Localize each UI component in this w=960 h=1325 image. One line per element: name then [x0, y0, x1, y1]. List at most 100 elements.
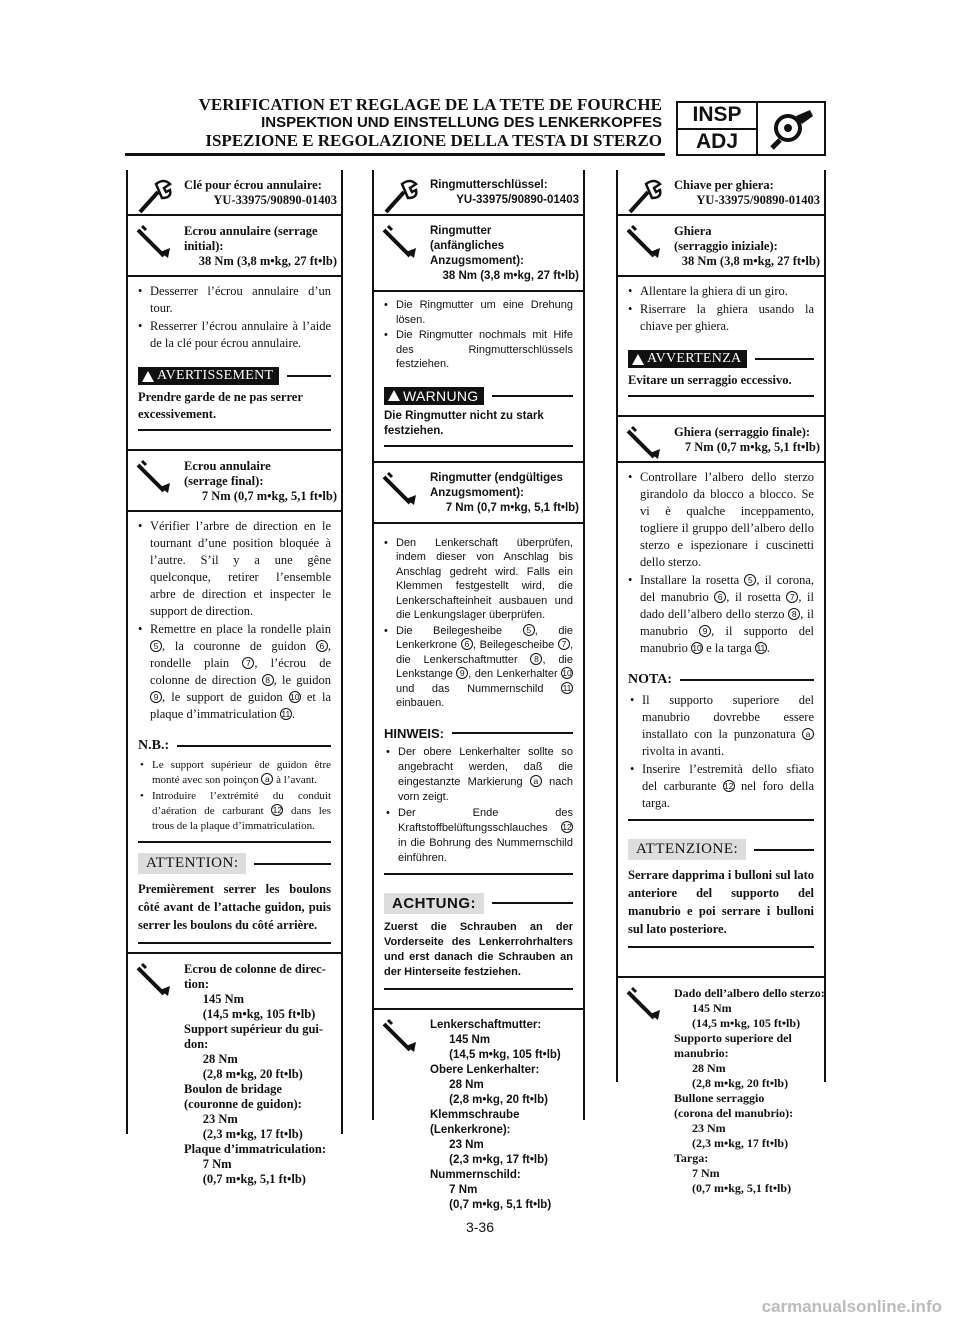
- tool-spec: Ringmutterschlüssel: YU-33975/90890-0140…: [374, 170, 583, 216]
- torque-spec-initial: Ecrou annulaire (serrage initial): 38 Nm…: [128, 216, 341, 277]
- torque-wrench-icon: [136, 459, 170, 493]
- tool-spec: Chiave per ghiera: YU-33975/90890-01403: [618, 170, 824, 216]
- warning-block: AVVERTENZA Evitare un serraggio eccessiv…: [628, 350, 814, 397]
- title-it: ISPEZIONE E REGOLAZIONE DELLA TESTA DI S…: [205, 131, 662, 150]
- torque-wrench-icon: [382, 471, 416, 505]
- nut-final-label: Ringmutter (endgültiges Anzugsmoment):: [430, 471, 563, 499]
- warning-triangle-icon: [632, 353, 644, 365]
- caution-block: ATTENTION: Premièrement serrer les boulo…: [138, 853, 331, 944]
- nut-initial-label: Ecrou annulaire (serrage initial):: [184, 224, 318, 253]
- caution-label: ACHTUNG:: [384, 892, 484, 914]
- torque-wrench-icon: [626, 224, 660, 258]
- caution-label: ATTENTION:: [138, 853, 247, 874]
- nut-initial-value: 38 Nm (3,8 m•kg, 27 ft•lb): [442, 270, 579, 282]
- badge-insp: INSP: [678, 103, 756, 130]
- step-install: Installare la rosetta 5, il corona, del …: [626, 572, 814, 657]
- torque-summary: Ecrou de colonne de direc- tion: 145 Nm …: [128, 952, 341, 1193]
- tool-spec-label: Clé pour écrou annulaire:: [184, 178, 322, 192]
- badge-adj: ADJ: [695, 129, 738, 153]
- caution-label: ATTENZIONE:: [628, 839, 747, 860]
- steps-loosen: Allentare la ghiera di un giro. Riserrar…: [618, 277, 824, 342]
- torque-spec-final: Ecrou annulaire (serrage final): 7 Nm (0…: [128, 449, 341, 512]
- torque-spec-initial: Ringmutter (anfängliches Anzugsmoment): …: [374, 216, 583, 292]
- step-check: Controllare l’albero dello sterzo girand…: [626, 469, 814, 571]
- caution-text: Zuerst die Schrauben an der Vorderseite …: [384, 914, 573, 990]
- page-header: VERIFICATION ET REGLAGE DE LA TETE DE FO…: [180, 96, 662, 150]
- warning-text: Evitare un serraggio eccessivo.: [628, 368, 814, 397]
- note-item: Il supporto superiore del manubrio dovre…: [628, 692, 814, 760]
- step-retighten: Riserrare la ghiera usando la chiave per…: [626, 301, 814, 335]
- torque-summary-text: Ecrou de colonne de direc- tion: 145 Nm …: [184, 962, 327, 1186]
- torque-summary: Lenkerschaftmutter: 145 Nm (14,5 m•kg, 1…: [374, 1007, 583, 1219]
- note-item: Introduire l’extrémité du conduit d’aéra…: [138, 789, 331, 834]
- note-block: N.B.: Le support supérieur de guidon êtr…: [138, 738, 331, 843]
- header-rule: [125, 153, 665, 156]
- torque-spec-initial: Ghiera (serraggio iniziale): 38 Nm (3,8 …: [618, 216, 824, 277]
- step-retighten: Resserrer l’écrou annulaire à l’aide de …: [136, 318, 331, 352]
- note-block: HINWEIS: Der obere Lenkerhalter sollte s…: [384, 726, 573, 875]
- steps-check-install: Vérifier l’arbre de direction en le tour…: [128, 512, 341, 730]
- nut-initial-value: 38 Nm (3,8 m•kg, 27 ft•lb): [681, 254, 820, 268]
- steps-check-install: Controllare l’albero dello sterzo girand…: [618, 463, 824, 664]
- tool-part-number: YU-33975/90890-01403: [696, 193, 820, 207]
- steps-check-install: Den Lenkerschaft überprüfen, indem diese…: [374, 524, 583, 718]
- warning-block: WARNUNG Die Ringmutter nicht zu stark fe…: [384, 386, 573, 447]
- step-retighten: Die Ringmutter nochmals mit Hife des Rin…: [382, 328, 573, 372]
- nut-final-label: Ecrou annulaire (serrage final):: [184, 459, 271, 488]
- warning-label: AVERTISSEMENT: [138, 367, 280, 385]
- note-label: N.B.:: [138, 738, 170, 753]
- title-fr: VERIFICATION ET REGLAGE DE LA TETE DE FO…: [198, 95, 662, 114]
- nut-initial-label: Ghiera (serraggio iniziale):: [674, 224, 778, 253]
- step-loosen: Die Ringmutter um eine Drehung lösen.: [382, 298, 573, 327]
- wrench-tool-icon: [384, 179, 418, 214]
- note-item: Inserire l’estremità dello sfiato del ca…: [628, 761, 814, 812]
- torque-wrench-icon: [626, 425, 660, 459]
- note-item: Der obere Lenkerhalter sollte so angebra…: [384, 745, 573, 805]
- caution-text: Premièrement serrer les boulons côté ava…: [138, 874, 331, 944]
- caution-block: ATTENZIONE: Serrare dapprima i bulloni s…: [628, 839, 814, 948]
- nut-final-value: 7 Nm (0,7 m•kg, 5,1 ft•lb): [201, 489, 337, 503]
- nut-final-value: 7 Nm (0,7 m•kg, 5,1 ft•lb): [684, 440, 820, 454]
- step-check: Vérifier l’arbre de direction en le tour…: [136, 518, 331, 620]
- torque-wrench-icon: [136, 224, 170, 258]
- warning-text: Die Ringmutter nicht zu stark festziehen…: [384, 405, 573, 447]
- wrench-gauge-icon: [758, 103, 824, 154]
- torque-summary: Dado dell’albero dello sterzo: 145 Nm (1…: [618, 976, 825, 1202]
- page-number: 3-36: [465, 1219, 495, 1235]
- step-install: Die Beilegesheibe 5, die Lenkerkrone 6, …: [382, 624, 574, 711]
- torque-wrench-icon: [626, 986, 660, 1020]
- torque-spec-final: Ghiera (serraggio finale): 7 Nm (0,7 m•k…: [618, 415, 824, 463]
- torque-summary-text: Lenkerschaftmutter: 145 Nm (14,5 m•kg, 1…: [430, 1018, 561, 1211]
- torque-summary-text: Dado dell’albero dello sterzo: 145 Nm (1…: [674, 986, 825, 1195]
- tool-spec: Clé pour écrou annulaire: YU-33975/90890…: [128, 170, 341, 216]
- tool-part-number: YU-33975/90890-01403: [456, 194, 579, 206]
- note-item: Le support supérieur de guidon être mont…: [138, 758, 331, 788]
- column-french: Clé pour écrou annulaire: YU-33975/90890…: [126, 170, 343, 1186]
- wrench-tool-icon: [138, 179, 172, 214]
- torque-wrench-icon: [382, 1018, 416, 1052]
- nut-initial-value: 38 Nm (3,8 m•kg, 27 ft•lb): [198, 254, 337, 268]
- torque-wrench-icon: [136, 962, 170, 996]
- note-item: Der Ende des Kraftstoffbelüftungsschlauc…: [384, 806, 573, 866]
- steps-loosen: Die Ringmutter um eine Drehung lösen. Di…: [374, 292, 583, 379]
- warning-triangle-icon: [388, 390, 400, 401]
- step-loosen: Desserrer l’écrou annulaire d’un tour.: [136, 283, 331, 317]
- tool-spec-label: Chiave per ghiera:: [674, 178, 774, 192]
- watermark: carmanualsonline.info: [761, 1297, 942, 1316]
- torque-spec-final: Ringmutter (endgültiges Anzugsmoment): 7…: [374, 460, 583, 524]
- title-de: INSPEKTION UND EINSTELLUNG DES LENKERKOP…: [261, 114, 662, 131]
- warning-label: AVVERTENZA: [628, 350, 748, 368]
- nut-final-value: 7 Nm (0,7 m•kg, 5,1 ft•lb): [445, 501, 579, 514]
- step-loosen: Allentare la ghiera di un giro.: [626, 283, 814, 300]
- note-label: NOTA:: [628, 672, 673, 687]
- steps-loosen: Desserrer l’écrou annulaire d’un tour. R…: [128, 277, 341, 359]
- step-install: Remettre en place la rondelle plain 5, l…: [136, 621, 331, 723]
- note-label: HINWEIS:: [384, 725, 444, 741]
- note-block: NOTA: Il supporto superiore del manubrio…: [628, 672, 814, 821]
- column-italian: Chiave per ghiera: YU-33975/90890-01403 …: [616, 170, 826, 1195]
- section-badge: INSP ADJ: [676, 101, 826, 156]
- step-check: Den Lenkerschaft überprüfen, indem diese…: [382, 536, 573, 623]
- torque-wrench-icon: [382, 224, 416, 258]
- warning-block: AVERTISSEMENT Prendre garde de ne pas se…: [138, 367, 331, 431]
- caution-block: ACHTUNG: Zuerst die Schrauben an der Vor…: [384, 892, 573, 990]
